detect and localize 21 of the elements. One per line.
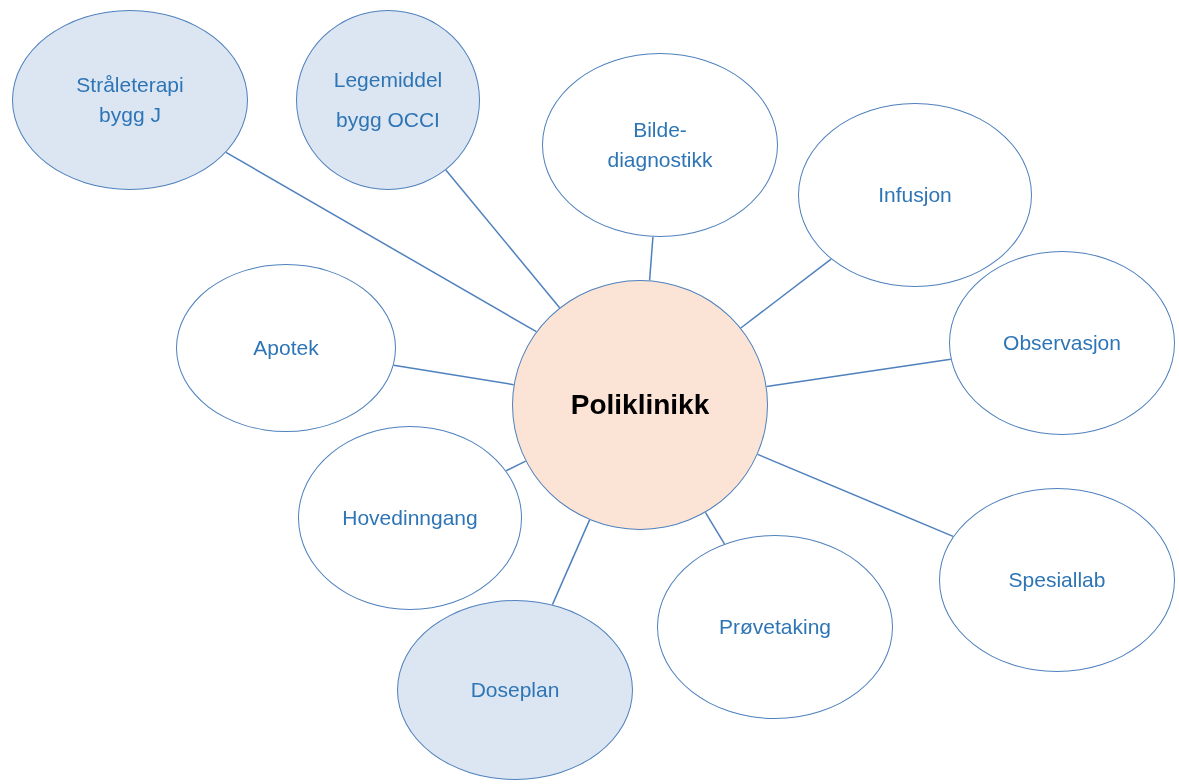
connector-line [551, 519, 591, 606]
node-label: Poliklinikk [570, 390, 710, 420]
node-label: Hovedinngang [342, 505, 478, 531]
connector-line [740, 258, 832, 329]
connector-line [392, 364, 515, 386]
connector-line [756, 453, 954, 538]
connector-line [445, 169, 561, 309]
node-label: Bilde-diagnostikk [606, 117, 714, 173]
node-label: Observasjon [1003, 330, 1121, 356]
node-label: Apotek [253, 335, 319, 361]
node-label: Legemiddel bygg OCCI [332, 67, 444, 133]
node-label: Infusjon [878, 182, 952, 208]
node-label: Doseplan [470, 677, 560, 703]
node-label: Prøvetaking [718, 614, 831, 640]
connector-line [505, 460, 527, 472]
connector-line [225, 151, 538, 333]
connector-line [648, 236, 654, 282]
connector-line [765, 358, 952, 388]
node-label: Stråleterapi bygg J [75, 72, 185, 128]
node-label: Spesiallab [1008, 567, 1106, 593]
connector-line [704, 511, 726, 545]
